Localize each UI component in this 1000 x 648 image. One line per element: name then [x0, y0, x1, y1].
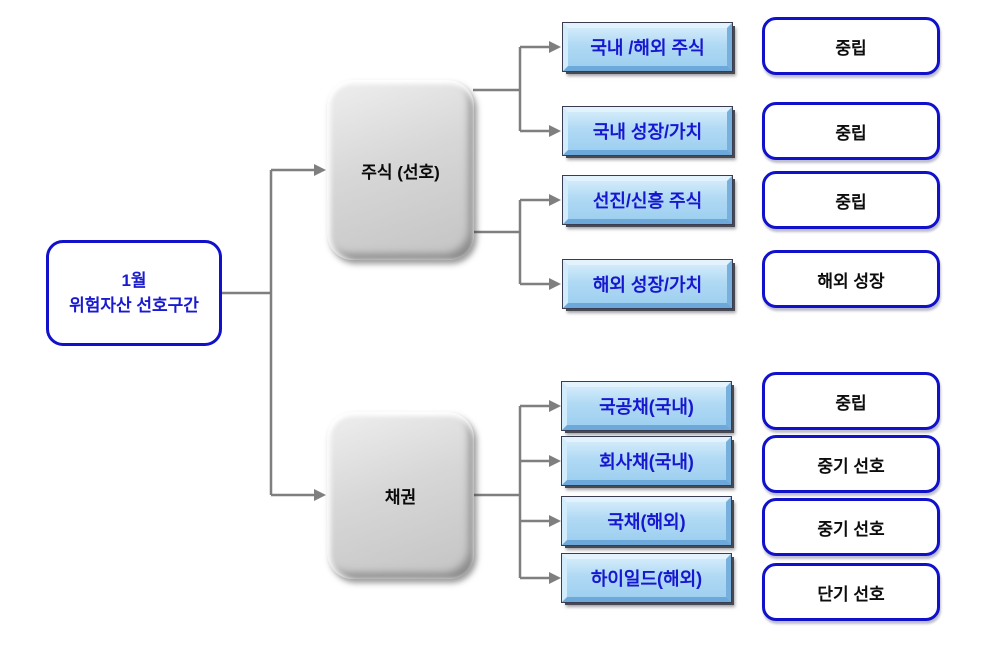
root-node: 1월 위험자산 선호구간 [46, 240, 222, 346]
asset-node-developed-emerging-stock: 선진/신흥 주식 [562, 175, 733, 225]
stance-node-overseas-growth-value: 해외 성장 [762, 250, 940, 308]
arrowheads [314, 41, 561, 584]
asset-node-corporate-bond-domestic: 회사채(국내) [561, 436, 732, 486]
asset-label: 회사채(국내) [599, 452, 694, 472]
stance-label: 단기 선호 [817, 584, 885, 604]
stance-label: 해외 성장 [817, 271, 885, 291]
stance-node-corporate-bond-domestic: 중기 선호 [762, 435, 940, 493]
stance-label: 중기 선호 [817, 519, 885, 539]
asset-node-high-yield-overseas: 하이일드(해외) [561, 553, 732, 603]
asset-node-domestic-growth-value: 국내 성장/가치 [562, 106, 733, 156]
asset-node-overseas-growth-value: 해외 성장/가치 [562, 259, 733, 309]
asset-node-domestic-overseas-stock: 국내 /해외 주식 [562, 22, 733, 72]
stance-node-domestic-overseas-stock: 중립 [762, 17, 940, 75]
asset-label: 해외 성장/가치 [592, 275, 703, 295]
branch-node-stocks: 주식 (선호) [327, 80, 474, 260]
branch-label-bonds: 채권 [384, 488, 417, 507]
stance-label: 중립 [835, 123, 867, 143]
stance-node-govt-bond-overseas: 중기 선호 [762, 498, 940, 556]
root-label-line1: 1월 [121, 270, 147, 290]
stance-node-govt-public-bond-domestic: 중립 [762, 372, 940, 430]
asset-label: 국내 /해외 주식 [590, 38, 705, 58]
root-label: 1월 위험자산 선호구간 [69, 268, 199, 319]
branch-node-bonds: 채권 [327, 412, 474, 579]
stance-label: 중립 [835, 38, 867, 58]
stance-node-domestic-growth-value: 중립 [762, 102, 940, 160]
asset-node-govt-public-bond-domestic: 국공채(국내) [561, 381, 732, 431]
asset-label: 선진/신흥 주식 [592, 191, 703, 211]
branch-label-stocks: 주식 (선호) [361, 162, 440, 182]
stance-label: 중립 [835, 393, 867, 413]
stance-node-high-yield-overseas: 단기 선호 [762, 563, 940, 621]
stance-label: 중기 선호 [817, 456, 885, 476]
asset-label: 하이일드(해외) [590, 569, 703, 589]
asset-label: 국공채(국내) [599, 397, 694, 417]
root-label-line2: 위험자산 선호구간 [69, 296, 199, 315]
asset-label: 국채(해외) [607, 512, 686, 532]
asset-node-govt-bond-overseas: 국채(해외) [561, 496, 732, 546]
asset-label: 국내 성장/가치 [592, 122, 703, 142]
stance-node-developed-emerging-stock: 중립 [762, 171, 940, 229]
stance-label: 중립 [835, 192, 867, 212]
